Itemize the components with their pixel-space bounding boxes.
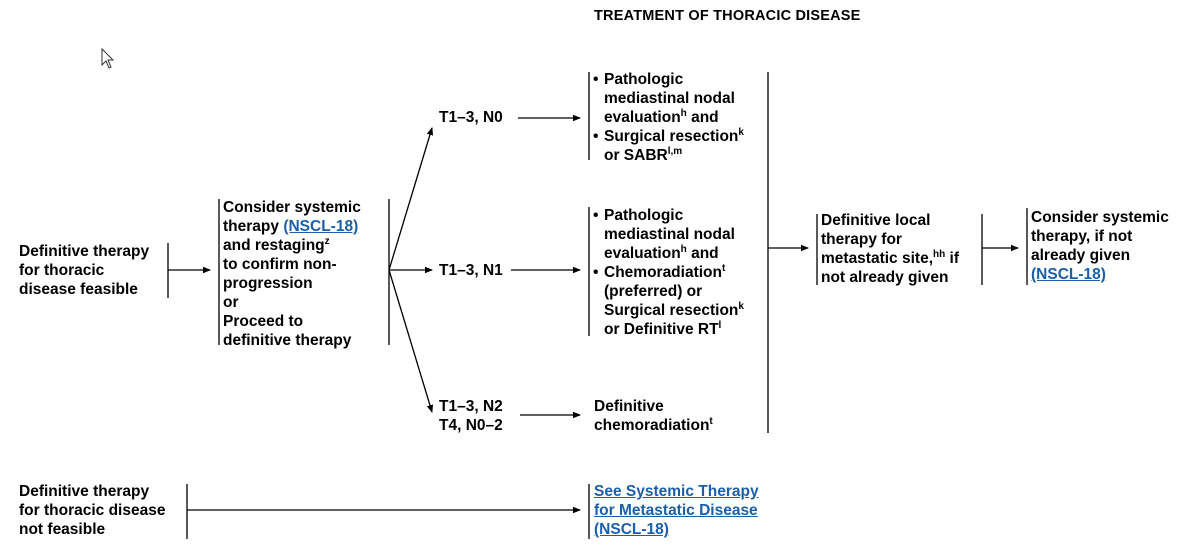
consider-line: to confirm non- bbox=[223, 256, 337, 273]
n1-option-2: Chemoradiationt (preferred) or Surgical … bbox=[592, 263, 744, 339]
stage-n0-label: T1–3, N0 bbox=[439, 109, 503, 126]
feasible-box: Definitive therapy for thoracic disease … bbox=[19, 242, 149, 299]
consider-line: or bbox=[223, 294, 239, 311]
n2-option-box: Definitive chemoradiationt bbox=[594, 398, 713, 434]
mouse-pointer-icon bbox=[101, 47, 115, 69]
consider-line: progression bbox=[223, 275, 313, 292]
n1-options-box: Pathologic mediastinal nodal evaluationh… bbox=[592, 206, 744, 339]
stage-n2-label: T1–3, N2 T4, N0–2 bbox=[439, 398, 503, 434]
nscl-18-link[interactable]: (NSCL-18) bbox=[283, 218, 359, 235]
page-title: TREATMENT OF THORACIC DISEASE bbox=[594, 8, 861, 24]
n0-option-2: Surgical resectionk or SABRl,m bbox=[592, 127, 744, 165]
final-systemic-box: Consider systemic therapy, if not alread… bbox=[1031, 209, 1169, 283]
local-therapy-box: Definitive local therapy for metastatic … bbox=[821, 212, 959, 286]
consider-box: Consider systemic therapy (NSCL-18) and … bbox=[223, 198, 361, 350]
arrow-to-n2 bbox=[388, 269, 434, 413]
consider-line: Consider systemic bbox=[223, 199, 361, 216]
n1-option-1: Pathologic mediastinal nodal evaluationh… bbox=[592, 206, 744, 263]
feasible-line: Definitive therapy bbox=[19, 243, 150, 260]
footnote-z: z bbox=[324, 236, 330, 247]
n0-option-1: Pathologic mediastinal nodal evaluationh… bbox=[592, 70, 744, 127]
systemic-therapy-link[interactable]: See Systemic Therapy for Metastatic Dise… bbox=[594, 483, 759, 538]
arrow-to-n0 bbox=[388, 127, 434, 271]
feasible-line: for thoracic bbox=[19, 262, 105, 279]
feasible-line: disease feasible bbox=[19, 281, 138, 298]
nscl-18-link[interactable]: (NSCL-18) bbox=[1031, 266, 1106, 283]
consider-line: therapy (NSCL-18) bbox=[223, 218, 359, 235]
consider-line: and restagingz bbox=[223, 236, 330, 255]
n0-options-box: Pathologic mediastinal nodal evaluationh… bbox=[592, 70, 744, 165]
consider-line: definitive therapy bbox=[223, 332, 352, 349]
not-feasible-box: Definitive therapy for thoracic disease … bbox=[19, 483, 166, 538]
consider-line: Proceed to bbox=[223, 313, 304, 330]
stage-n1-label: T1–3, N1 bbox=[439, 262, 503, 279]
